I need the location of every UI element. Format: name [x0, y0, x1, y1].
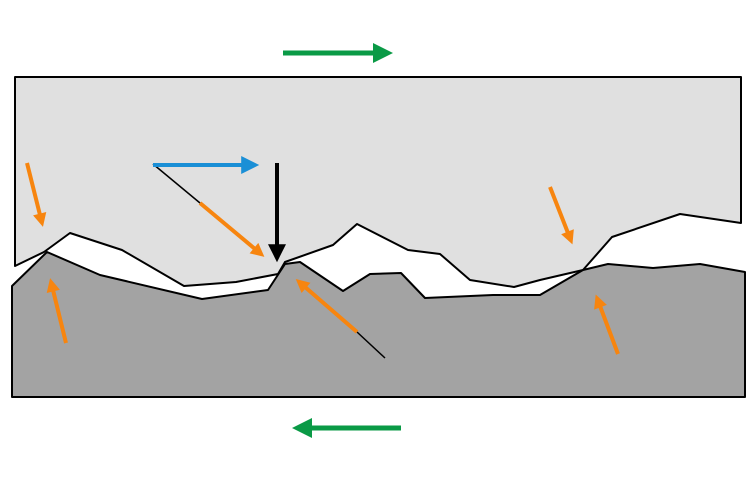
left-asperity-contact — [25, 162, 68, 344]
right-asperity-contact — [548, 186, 620, 355]
right-contact-lower-arrow — [594, 294, 620, 355]
center-contact-upper-arrow — [198, 201, 265, 257]
lower-sliding-body — [11, 251, 746, 398]
right-contact-upper-arrow — [548, 186, 574, 245]
center-asperity-contact — [152, 156, 386, 359]
upper-sliding-body — [14, 76, 742, 288]
contact-normal-line-lower — [356, 331, 386, 359]
contact-normal-line-upper — [152, 163, 201, 204]
center-contact-lower-arrow — [295, 278, 359, 334]
left-contact-lower-arrow — [46, 278, 68, 344]
left-contact-upper-arrow — [25, 162, 47, 227]
